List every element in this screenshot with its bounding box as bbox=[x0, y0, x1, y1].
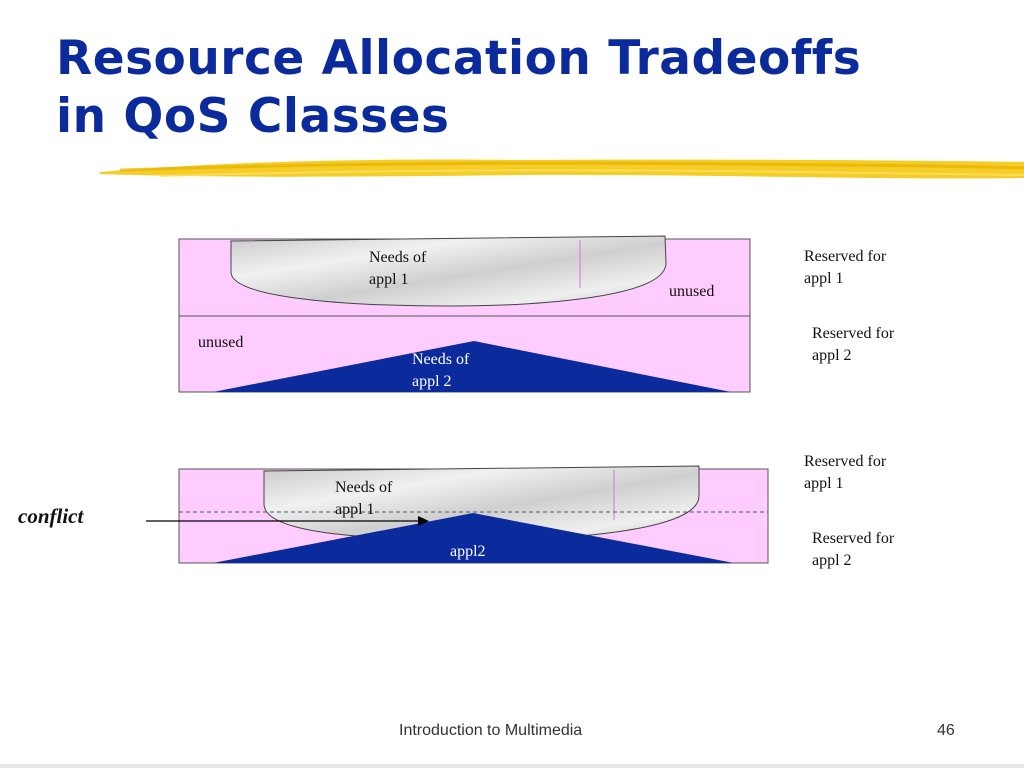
page-title: Resource Allocation Tradeoffs in QoS Cla… bbox=[56, 30, 861, 146]
title-highlight-stroke bbox=[100, 159, 1024, 179]
title-line-2: in QoS Classes bbox=[56, 89, 450, 144]
top-reserved-appl1-label: Reserved for appl 1 bbox=[804, 248, 887, 287]
bottom-reserved-appl2-label: Reserved for appl 2 bbox=[812, 530, 895, 569]
bottom-diagram bbox=[146, 465, 769, 564]
page-number: 46 bbox=[937, 722, 955, 739]
conflict-arrowhead bbox=[418, 516, 429, 526]
top-unused-label-right: unused bbox=[669, 283, 715, 300]
top-reserved-appl2-label: Reserved for appl 2 bbox=[812, 325, 895, 364]
top-needs-appl1-label: Needs of appl 1 bbox=[369, 249, 427, 288]
footer-text: Introduction to Multimedia bbox=[399, 722, 583, 739]
bottom-appl2-label: appl2 bbox=[450, 543, 486, 560]
bottom-reserved-appl1-label: Reserved for appl 1 bbox=[804, 453, 887, 492]
conflict-label: conflict bbox=[18, 504, 84, 528]
bottom-needs-appl1-label: Needs of appl 1 bbox=[335, 479, 393, 518]
top-needs-appl2-label: Needs of appl 2 bbox=[412, 351, 470, 390]
top-needs-appl2-triangle bbox=[213, 341, 731, 392]
bottom-appl2-triangle bbox=[213, 513, 734, 563]
top-diagram bbox=[178, 235, 751, 393]
top-needs-appl1-shape bbox=[230, 235, 667, 307]
bottom-rule bbox=[0, 764, 1024, 768]
top-unused-label-left: unused bbox=[198, 334, 244, 351]
title-line-1: Resource Allocation Tradeoffs bbox=[56, 31, 862, 86]
